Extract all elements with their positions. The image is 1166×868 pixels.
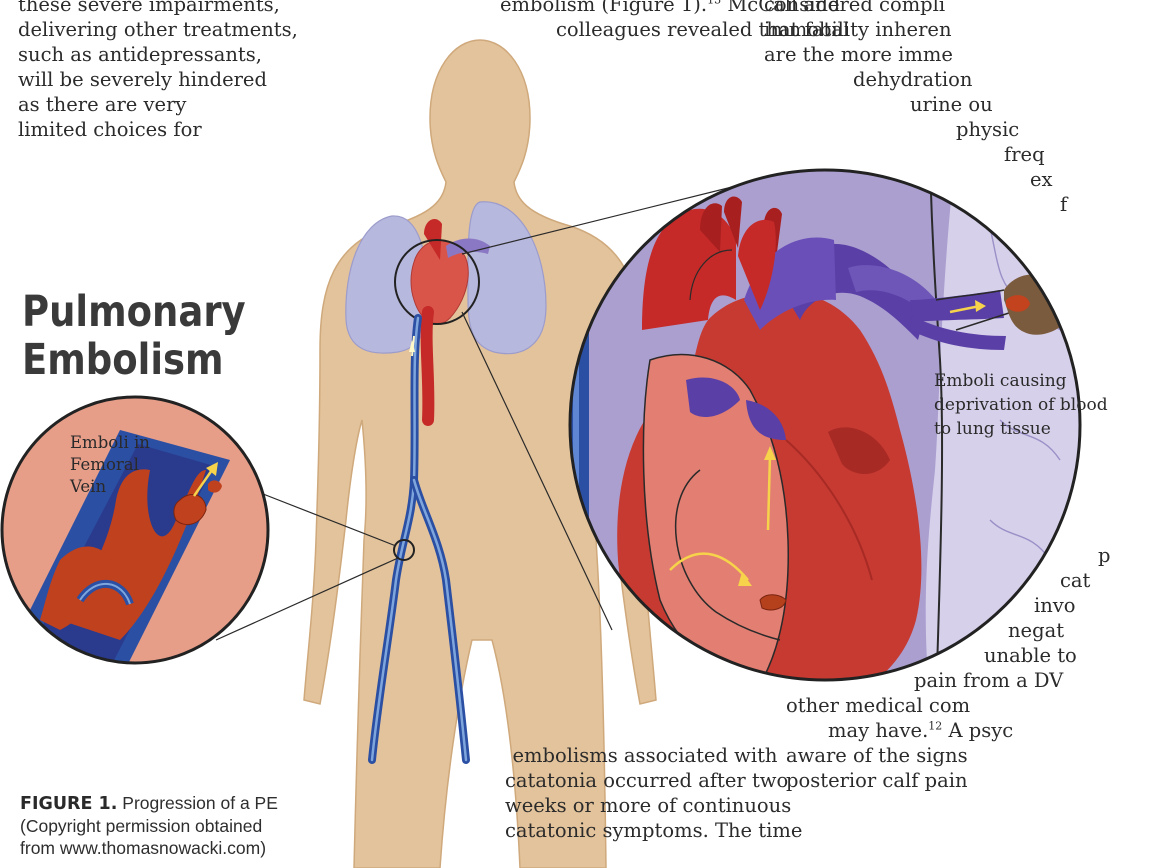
lung-label-line2: deprivation of blood [934,395,1108,415]
aorta-descending [427,312,429,420]
right-line: considered compli [764,0,945,18]
caption-line3: from www.thomasnowacki.com) [20,837,278,859]
lung-label-line3: to lung tissue [934,419,1051,439]
middle-line: weeks or more of continuous [505,793,785,819]
right-line: immobility inheren [764,17,952,43]
left-line: will be severely hindered [18,67,267,93]
femoral-label-line2: Femoral [70,455,139,474]
middle-line: catatonic symptoms. The time [505,818,785,844]
figure-caption: FIGURE 1. Progression of a PE (Copyright… [20,792,278,859]
left-line: delivering other treatments, [18,17,298,43]
right-line: invo [1034,593,1076,619]
caption-label: FIGURE 1. [20,794,117,814]
right-line: may have.12 A psyc [828,718,1013,744]
lung-label-line1: Emboli causing [934,371,1067,391]
right-line: unable to [984,643,1077,669]
middle-line: embolisms associated with [505,743,785,769]
heading-line2: Embolism [22,336,246,384]
right-line: dehydration [853,67,972,93]
section-heading: Pulmonary Embolism [22,288,246,384]
right-line: p [1098,543,1110,569]
right-line: urine ou [910,92,993,118]
right-line: are the more imme [764,42,953,68]
right-line: freq [1004,142,1045,168]
middle-line: catatonia occurred after two [505,768,785,794]
femoral-label-line3: Vein [69,477,106,496]
right-line: cat [1060,568,1090,594]
right-line: pain from a DV [914,668,1063,694]
heading-line1: Pulmonary [22,288,246,336]
middle-top-line1: embolism (Figure 1).13 McCall and [500,0,732,18]
right-line: aware of the signs [786,743,968,769]
right-line: other medical com [786,693,970,719]
right-line: negat [1008,618,1064,644]
left-line: such as antidepressants, [18,42,262,68]
left-line: as there are very [18,92,186,118]
right-line: f [1060,192,1067,218]
left-line: limited choices for [18,117,202,143]
right-line: ex [1030,167,1053,193]
citation-12: 12 [928,720,942,733]
right-line: physic [956,117,1019,143]
left-line: these severe impairments, [18,0,280,18]
right-line: posterior calf pain [786,768,968,794]
femoral-label-line1: Emboli in [70,433,150,452]
caption-line1: FIGURE 1. Progression of a PE [20,792,278,815]
citation-13: 13 [707,0,721,7]
caption-line2: (Copyright permission obtained [20,815,278,837]
